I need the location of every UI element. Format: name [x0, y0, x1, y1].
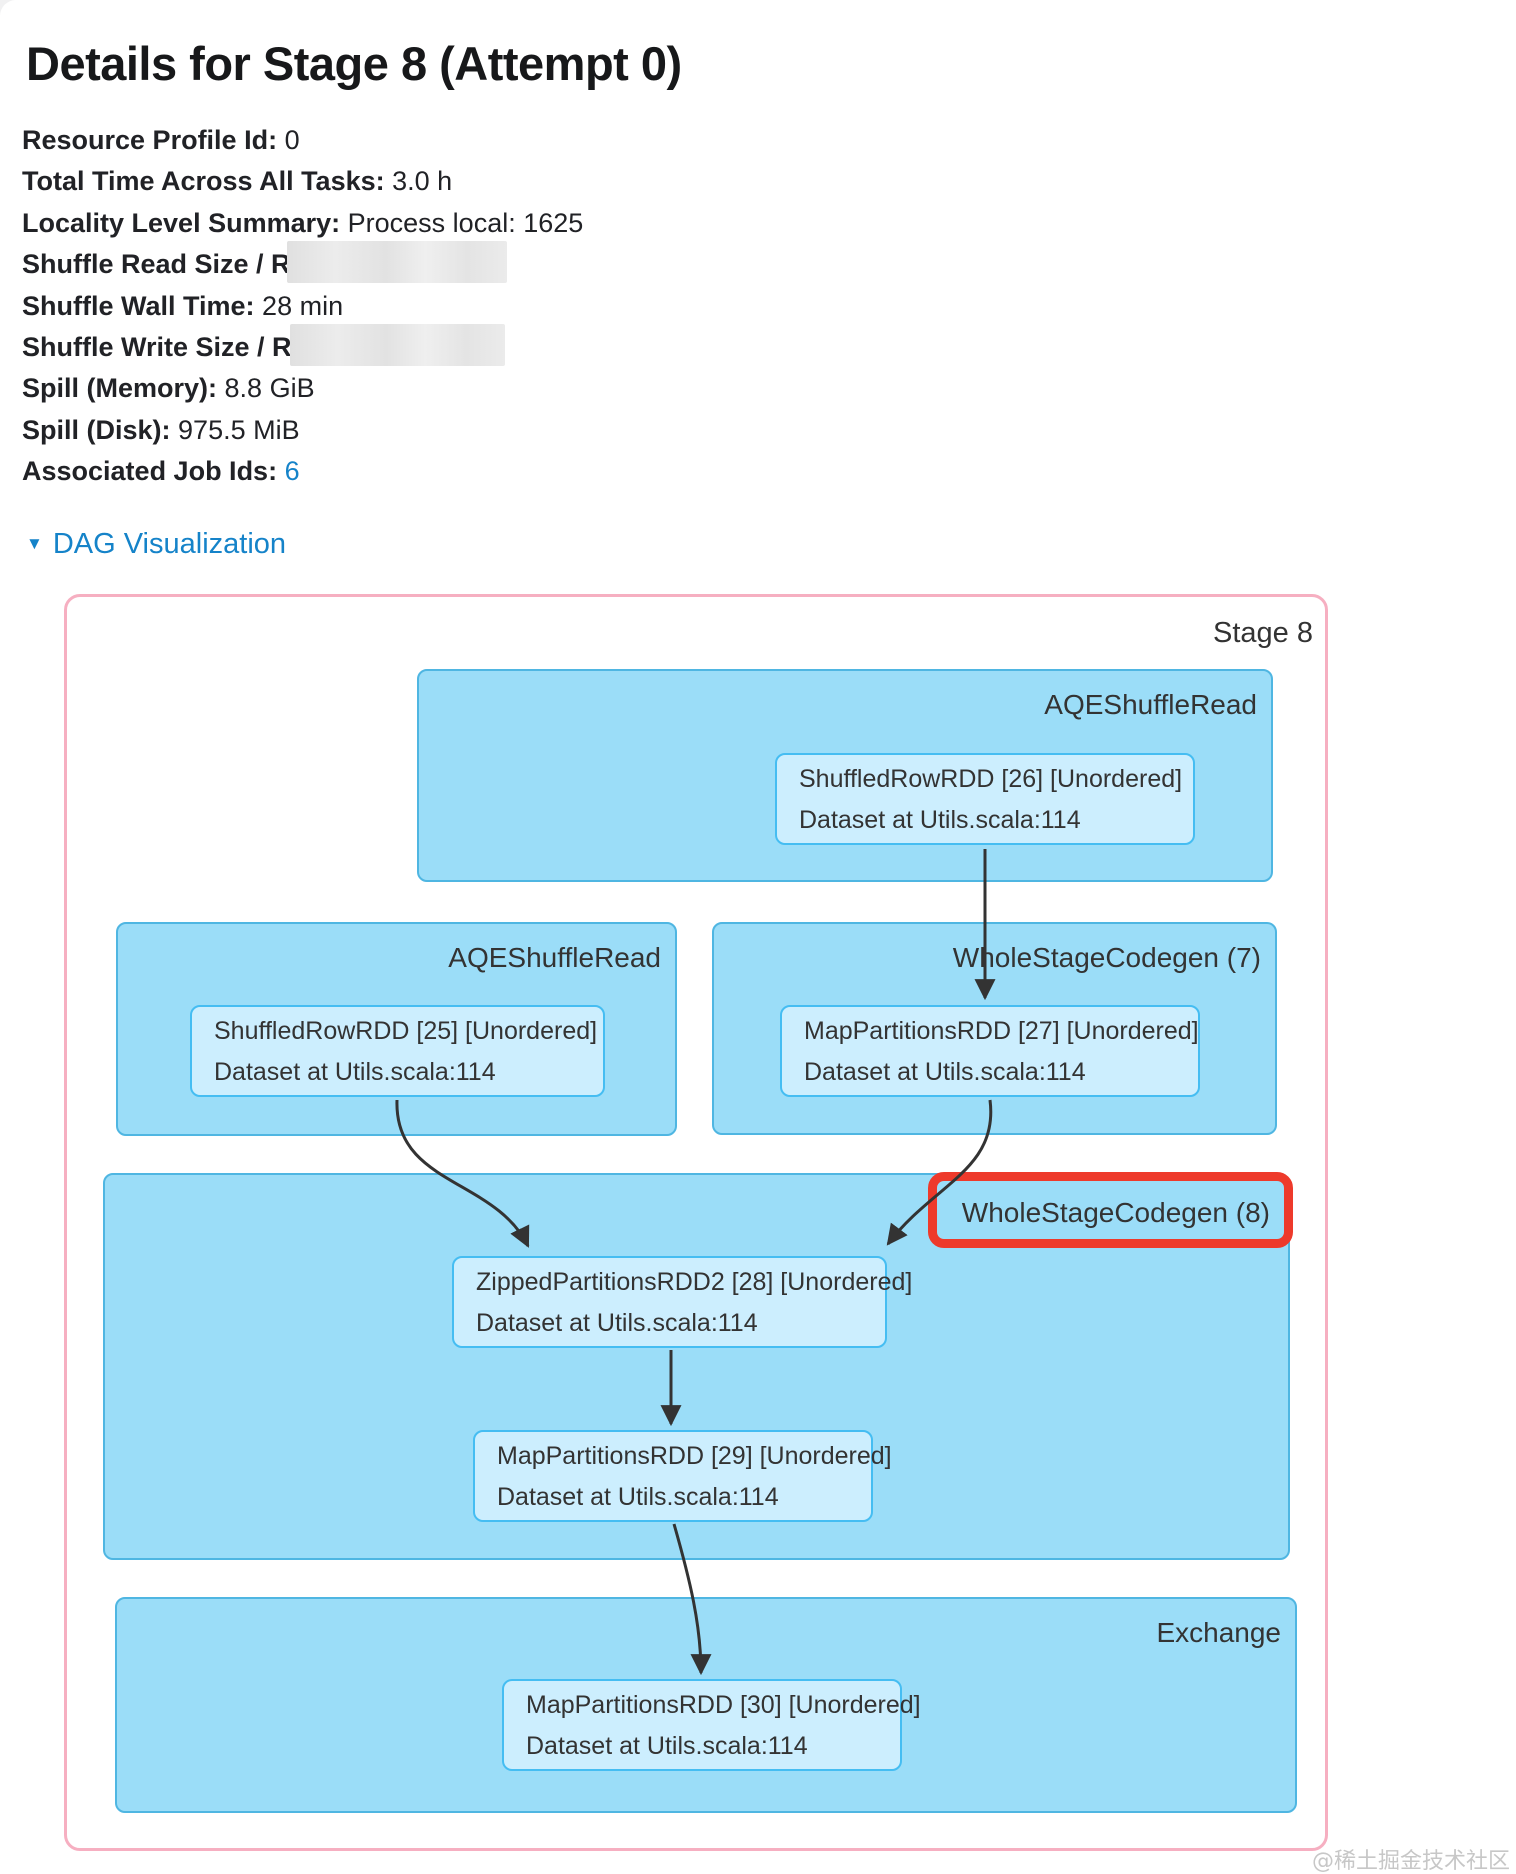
node-line1: MapPartitionsRDD [30] [Unordered] [526, 1691, 921, 1719]
dag-toggle-label: DAG Visualization [52, 528, 287, 560]
juejin-watermark: @稀土掘金技术社区 [1311, 1849, 1510, 1874]
meta-label: Shuffle Wall Time: [22, 290, 255, 321]
node-line2: Dataset at Utils.scala:114 [497, 1483, 779, 1511]
job-id-link[interactable]: 6 [284, 456, 300, 487]
rdd-node-shuffledrowrdd-25: ShuffledRowRDD [25] [Unordered] Dataset … [190, 1005, 605, 1097]
cluster-wholestagecodegen-8: WholeStageCodegen (8) [103, 1173, 1290, 1560]
rdd-node-mappartitionsrdd-27: MapPartitionsRDD [27] [Unordered] Datase… [780, 1005, 1200, 1097]
node-line2: Dataset at Utils.scala:114 [476, 1309, 758, 1337]
highlight-box-wholestagecodegen-8 [928, 1172, 1293, 1248]
meta-row-locality: Locality Level Summary: Process local: 1… [22, 203, 742, 244]
cluster-label: Exchange [1156, 1617, 1281, 1648]
meta-row-total-time: Total Time Across All Tasks: 3.0 h [22, 161, 742, 202]
node-line1: MapPartitionsRDD [27] [Unordered] [804, 1017, 1199, 1045]
meta-label: Resource Profile Id: [22, 125, 278, 155]
meta-row-shuffle-wall-time: Shuffle Wall Time: 28 min [22, 286, 742, 327]
meta-row-spill-disk: Spill (Disk): 975.5 MiB [22, 410, 742, 451]
page-title: Details for Stage 8 (Attempt 0) [26, 37, 682, 90]
cluster-label: WholeStageCodegen (8) [961, 1197, 1270, 1228]
node-line2: Dataset at Utils.scala:114 [804, 1058, 1086, 1086]
stage-label: Stage 8 [1213, 617, 1313, 649]
cluster-label: AQEShuffleRead [448, 942, 661, 973]
cluster-label: AQEShuffleRead [1044, 689, 1257, 720]
node-line1: ShuffledRowRDD [25] [Unordered] [214, 1017, 598, 1045]
node-line1: MapPartitionsRDD [29] [Unordered] [497, 1442, 892, 1470]
meta-value: 0 [284, 125, 300, 155]
node-line2: Dataset at Utils.scala:114 [526, 1732, 808, 1760]
dag-visualization-toggle[interactable]: ▼ DAG Visualization [26, 528, 286, 564]
rdd-node-mappartitionsrdd-29: MapPartitionsRDD [29] [Unordered] Datase… [473, 1430, 892, 1522]
meta-value: 975.5 MiB [178, 414, 300, 445]
collapse-triangle-icon: ▼ [26, 534, 43, 553]
meta-value: 8.8 GiB [224, 373, 315, 404]
node-line2: Dataset at Utils.scala:114 [214, 1058, 496, 1086]
meta-label: Associated Job Ids: [22, 456, 278, 487]
meta-row-shuffle-write: Shuffle Write Size / Records: [22, 323, 742, 368]
meta-label: Spill (Memory): [22, 373, 218, 404]
meta-value: Process local: 1625 [347, 207, 584, 238]
meta-label: Spill (Disk): [22, 414, 171, 445]
node-line1: ShuffledRowRDD [26] [Unordered] [799, 765, 1183, 793]
node-line2: Dataset at Utils.scala:114 [799, 806, 1081, 834]
rdd-node-zippedpartitionsrdd2-28: ZippedPartitionsRDD2 [28] [Unordered] Da… [452, 1256, 913, 1348]
stage-metadata-list: Resource Profile Id: 0 Total Time Across… [22, 120, 742, 493]
cluster-label: WholeStageCodegen (7) [952, 942, 1261, 973]
rdd-node-shuffledrowrdd-26: ShuffledRowRDD [26] [Unordered] Dataset … [775, 753, 1195, 845]
node-line1: ZippedPartitionsRDD2 [28] [Unordered] [476, 1268, 913, 1296]
redacted-value [290, 323, 505, 366]
meta-label: Total Time Across All Tasks: [22, 166, 385, 197]
meta-value: 3.0 h [392, 166, 453, 197]
window-corner-artifact [0, 0, 54, 26]
meta-row-shuffle-read: Shuffle Read Size / Records: [22, 241, 742, 285]
meta-value: 28 min [262, 290, 344, 321]
meta-row-spill-memory: Spill (Memory): 8.8 GiB [22, 368, 742, 409]
rdd-node-mappartitionsrdd-30: MapPartitionsRDD [30] [Unordered] Datase… [502, 1679, 921, 1771]
redacted-value [287, 241, 507, 284]
meta-row-associated-jobs: Associated Job Ids: 6 [22, 451, 742, 492]
meta-label: Locality Level Summary: [22, 207, 341, 238]
meta-row-resource-profile: Resource Profile Id: 0 [22, 120, 742, 161]
